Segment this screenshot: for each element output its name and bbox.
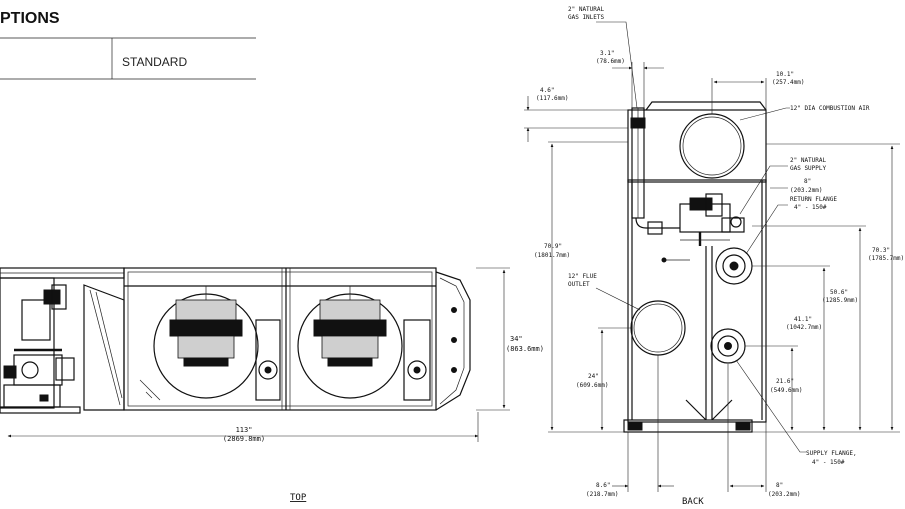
gas-inlets-label-1: 2" NATURAL (568, 6, 605, 13)
dim-8-6-mm: (218.7mm) (586, 491, 619, 498)
dim-4-6: 4.6" (540, 87, 554, 94)
back-view-drawing: 2" NATURAL GAS INLETS 3.1" (78.6mm) 4.6"… (524, 6, 904, 507)
top-depth-dim: 34" (510, 335, 523, 343)
dim-70-3-mm: (1785.7mm) (868, 255, 904, 262)
dim-24: 24" (588, 373, 599, 380)
dim-41-1-mm: (1042.7mm) (786, 324, 822, 331)
dim-41-1: 41.1" (794, 316, 812, 323)
combustion-air-label: 12" DIA COMBUSTION AIR (790, 105, 870, 112)
flue-outlet-label-1: 12" FLUE (568, 273, 597, 280)
dim-21-6: 21.6" (776, 378, 794, 385)
top-view-drawing: 113" (2869.8mm) 34" (863.6mm) TOP (0, 267, 544, 503)
options-table: PTIONS STANDARD (0, 10, 256, 80)
dim-70-9: 70.9" (544, 243, 562, 250)
top-view-label: TOP (290, 493, 307, 503)
gas-supply-label-2: GAS SUPPLY (790, 165, 827, 172)
supply-flange-label-1: SUPPLY FLANGE, (806, 450, 857, 457)
return-flange-label-2: 4" - 150# (794, 204, 827, 211)
top-width-dim: 113" (236, 426, 253, 434)
dim-70-3: 70.3" (872, 247, 890, 254)
dim-70-9-mm: (1801.7mm) (534, 252, 570, 259)
dim-4-6-mm: (117.6mm) (536, 95, 569, 102)
dim-8-6: 8.6" (596, 482, 610, 489)
dim-10-1: 10.1" (776, 71, 794, 78)
dim-8-bottom-mm: (203.2mm) (768, 491, 801, 498)
dim-50-6: 50.6" (830, 289, 848, 296)
dim-3-1: 3.1" (600, 50, 614, 57)
dim-3-1-mm: (78.6mm) (596, 58, 625, 65)
dim-8-top: 8" (804, 178, 811, 185)
supply-flange-label-2: 4" - 150# (812, 459, 845, 466)
back-view-label: BACK (682, 497, 704, 507)
flue-outlet-label-2: OUTLET (568, 281, 590, 288)
gas-inlets-label-2: GAS INLETS (568, 14, 605, 21)
options-cell-standard: STANDARD (122, 55, 187, 69)
dim-24-mm: (609.6mm) (576, 382, 609, 389)
options-heading: PTIONS (0, 10, 60, 27)
top-depth-dim-mm: (863.6mm) (506, 345, 544, 353)
dim-8-bottom: 8" (776, 482, 783, 489)
top-width-dim-mm: (2869.8mm) (223, 435, 265, 443)
dim-10-1-mm: (257.4mm) (772, 79, 805, 86)
gas-supply-label-1: 2" NATURAL (790, 157, 827, 164)
dim-8-top-mm: (203.2mm) (790, 187, 823, 194)
return-flange-label-1: RETURN FLANGE (790, 196, 837, 203)
dim-21-6-mm: (549.6mm) (770, 387, 803, 394)
dim-50-6-mm: (1285.9mm) (822, 297, 858, 304)
